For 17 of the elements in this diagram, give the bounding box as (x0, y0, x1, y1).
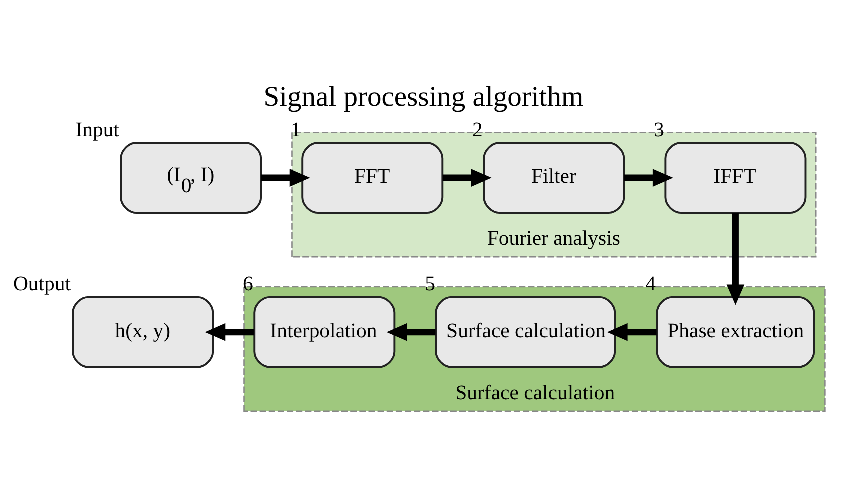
node-box: Phase extraction (656, 296, 816, 368)
arrow (624, 169, 674, 187)
node-label: Input (76, 119, 120, 142)
node-label: Output (13, 274, 72, 296)
arrow (386, 323, 436, 342)
node-box: FFT (302, 142, 444, 214)
node-box: Interpolation (254, 296, 396, 368)
node-box: h(x, y) (72, 296, 214, 368)
arrow (726, 213, 745, 306)
diagram-title: Signal processing algorithm (264, 82, 584, 114)
arrow (442, 169, 492, 187)
arrow (261, 169, 310, 187)
node-box: Filter (483, 142, 626, 214)
node-box: Surface calculation (435, 296, 616, 368)
node-box: IFFT (664, 142, 807, 214)
arrow (607, 323, 657, 342)
arrow (205, 323, 254, 342)
